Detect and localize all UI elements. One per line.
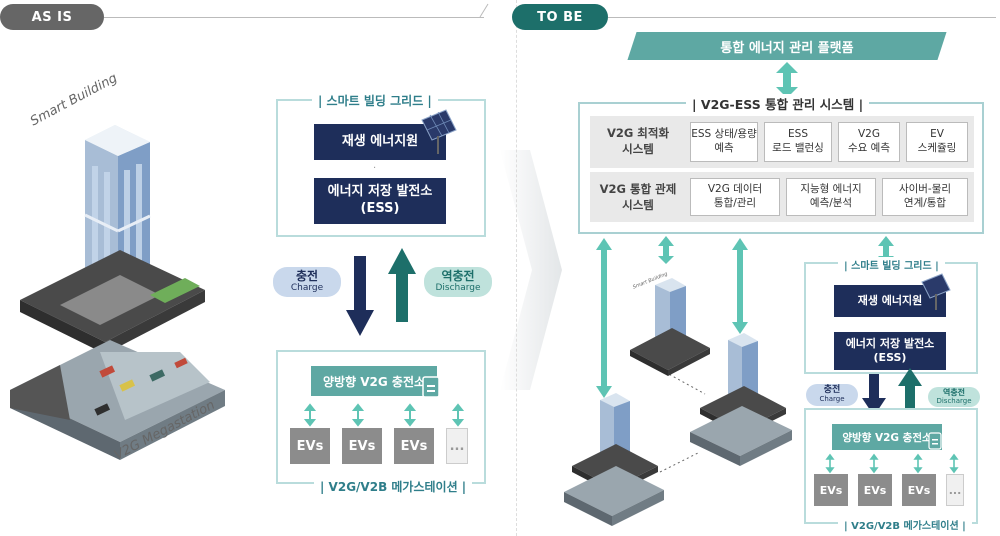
- to-be-discharge-arrow-icon: [898, 368, 922, 410]
- to-be-charger-icon: [928, 432, 942, 450]
- as-is-tag: AS IS: [0, 4, 104, 30]
- to-be-charger-banner: 양방향 V2G 충전소: [832, 424, 942, 450]
- to-be-renewable-box: 재생 에너지원: [834, 285, 946, 317]
- charger-icon: [422, 376, 440, 398]
- small-buildings-illustration: [564, 278, 792, 526]
- charge-arrow-icon: [346, 256, 374, 336]
- to-be-charge-arrow-icon: [862, 374, 886, 416]
- to-be-ev-1: EVs: [814, 474, 848, 506]
- solar-panel-icon: [421, 109, 457, 154]
- to-be-discharge-pill: 역충전 Discharge: [928, 387, 980, 407]
- to-be-ev-2: EVs: [858, 474, 892, 506]
- to-be-ev-connector-arrows: [825, 453, 959, 474]
- to-be-ev-3: EVs: [902, 474, 936, 506]
- transition-chevron: [500, 150, 562, 390]
- to-be-charge-pill: 충전 Charge: [806, 384, 858, 406]
- as-is-charger-banner: 양방향 V2G 충전소: [311, 366, 437, 396]
- discharge-arrow-icon: [388, 248, 416, 322]
- system-title: | V2G-ESS 통합 관리 시스템 |: [686, 94, 870, 113]
- as-is-ev-more: ...: [446, 428, 468, 464]
- to-be-solar-panel-icon: [921, 273, 951, 310]
- as-is-divider-end: [479, 3, 489, 18]
- as-is-mega-title: | V2G/V2B 메가스테이션 |: [314, 478, 473, 495]
- as-is-renewable-box: 재생 에너지원: [314, 124, 446, 160]
- ev-connector-arrows: [303, 403, 465, 427]
- platform-banner: 통합 에너지 관리 플랫폼: [720, 40, 854, 56]
- as-is-charge-pill: 충전 Charge: [273, 267, 341, 297]
- smart-building-illustration: [10, 125, 225, 460]
- as-is-grid-title: | 스마트 빌딩 그리드 |: [312, 92, 438, 109]
- as-is-ess-box: 에너지 저장 발전소(ESS): [314, 178, 446, 224]
- platform-link-arrow-icon: [776, 62, 798, 98]
- to-be-divider: [608, 17, 996, 18]
- as-is-ev-3: EVs: [394, 428, 434, 464]
- as-is-ev-1: EVs: [290, 428, 330, 464]
- as-is-divider: [104, 17, 484, 18]
- to-be-ev-more: ...: [946, 474, 964, 506]
- to-be-tag: TO BE: [512, 4, 608, 30]
- to-be-mega-title: | V2G/V2B 메가스테이션 |: [838, 517, 972, 532]
- flow-dot: ·: [373, 163, 377, 174]
- to-be-grid-title: | 스마트 빌딩 그리드 |: [838, 257, 945, 272]
- to-be-ess-box: 에너지 저장 발전소(ESS): [834, 332, 946, 370]
- as-is-discharge-pill: 역충전 Discharge: [424, 267, 492, 297]
- section-divider: [516, 0, 518, 536]
- as-is-ev-2: EVs: [342, 428, 382, 464]
